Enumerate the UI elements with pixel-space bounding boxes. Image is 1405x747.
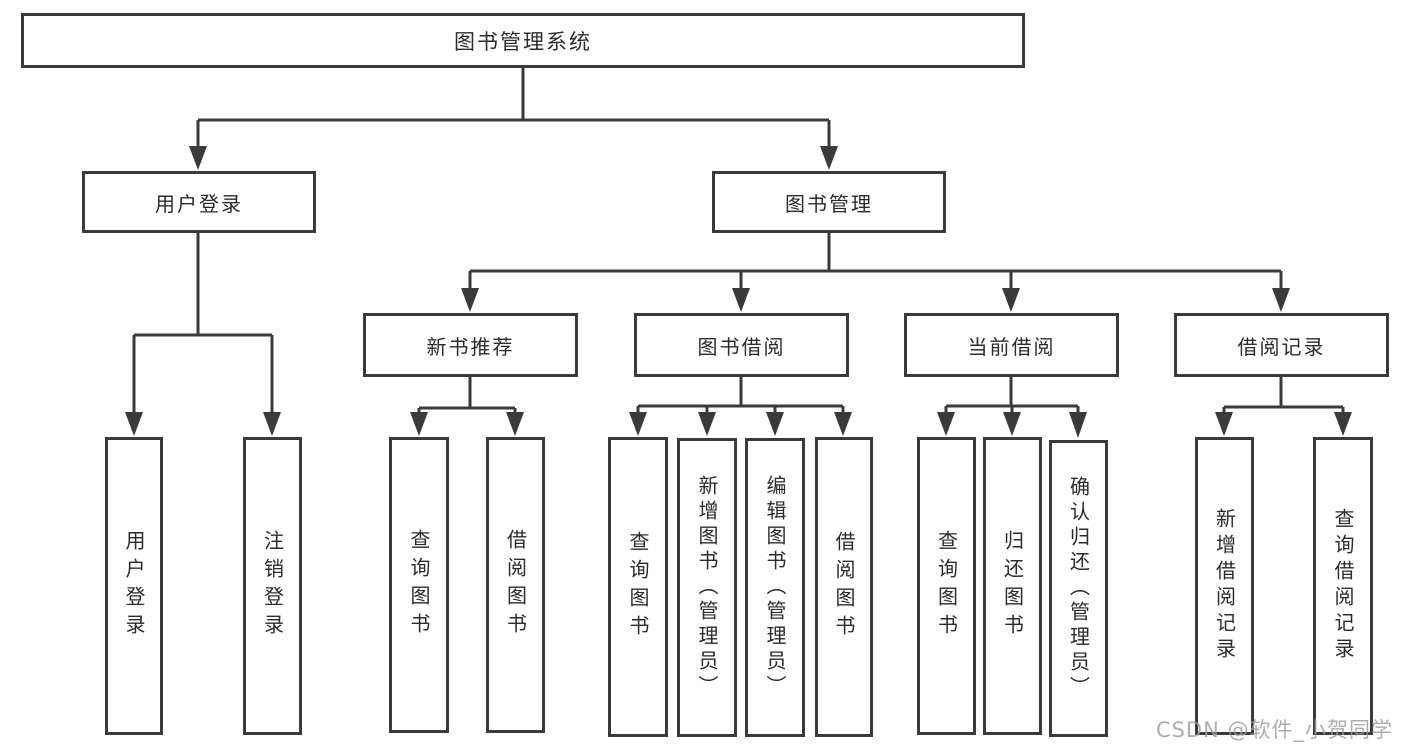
leaf-cb-return-books: 归还图书: [983, 437, 1042, 735]
leaf-bb-add-books-admin: 新增图书（管理员）: [677, 438, 737, 737]
arrowhead-icon: [1215, 412, 1233, 436]
arrowhead-icon: [1002, 288, 1020, 312]
leaf-bb-query-books: 查询图书: [608, 437, 668, 737]
leaf-label: 查询图书: [407, 529, 431, 641]
arrowhead-icon: [1003, 412, 1021, 436]
leaf-label: 新增借阅记录: [1212, 508, 1237, 664]
leaf-label: 确认归还（管理员）: [1066, 476, 1091, 701]
arrowhead-icon: [1069, 412, 1087, 438]
arrowhead-icon: [732, 288, 750, 312]
leaf-user-login: 用户登录: [105, 437, 163, 735]
leaf-label: 新增图书（管理员）: [695, 475, 719, 700]
leaf-label: 用户登录: [122, 530, 146, 642]
arrowhead-icon: [834, 412, 852, 436]
leaf-logout-login: 注销登录: [243, 437, 302, 735]
arrowhead-icon: [461, 288, 479, 312]
leaf-br-query-record: 查询借阅记录: [1313, 437, 1373, 735]
leaf-label: 借阅图书: [503, 529, 528, 641]
node-book-borrow: 图书借阅: [634, 313, 849, 377]
leaf-nb-borrow-books: 借阅图书: [486, 437, 545, 733]
leaf-label: 查询借阅记录: [1331, 508, 1355, 664]
arrowhead-icon: [629, 412, 647, 436]
arrowhead-icon: [937, 412, 955, 436]
node-borrow-records: 借阅记录: [1174, 313, 1389, 377]
arrowhead-icon: [1334, 412, 1352, 436]
leaf-nb-query-books: 查询图书: [389, 437, 449, 733]
arrowhead-icon: [1272, 288, 1290, 312]
leaf-label: 查询图书: [626, 531, 650, 643]
node-user-login: 用户登录: [82, 171, 316, 233]
arrowhead-icon: [820, 146, 838, 170]
leaf-cb-confirm-return-admin: 确认归还（管理员）: [1049, 440, 1108, 737]
node-current-borrow: 当前借阅: [904, 313, 1119, 377]
arrowhead-icon: [698, 412, 716, 436]
node-library-system: 图书管理系统: [21, 13, 1025, 68]
leaf-label: 编辑图书（管理员）: [763, 475, 787, 700]
csdn-watermark: CSDN @软件_小贺同学: [1155, 718, 1393, 742]
leaf-bb-edit-books-admin: 编辑图书（管理员）: [745, 438, 805, 737]
arrowhead-icon: [263, 412, 281, 436]
node-new-book-recommend: 新书推荐: [363, 313, 578, 377]
leaf-label: 借阅图书: [832, 531, 856, 643]
arrowhead-icon: [410, 412, 428, 436]
leaf-label: 注销登录: [260, 530, 285, 642]
leaf-label: 查询图书: [934, 530, 959, 642]
arrowhead-icon: [125, 412, 143, 436]
leaf-br-add-record: 新增借阅记录: [1195, 437, 1254, 735]
arrowhead-icon: [506, 412, 524, 436]
node-book-management: 图书管理: [712, 171, 946, 233]
leaf-label: 归还图书: [1000, 530, 1025, 642]
arrowhead-icon: [189, 146, 207, 170]
leaf-cb-query-books: 查询图书: [917, 437, 976, 735]
leaf-bb-borrow-books: 借阅图书: [815, 437, 873, 737]
arrowhead-icon: [766, 412, 784, 436]
